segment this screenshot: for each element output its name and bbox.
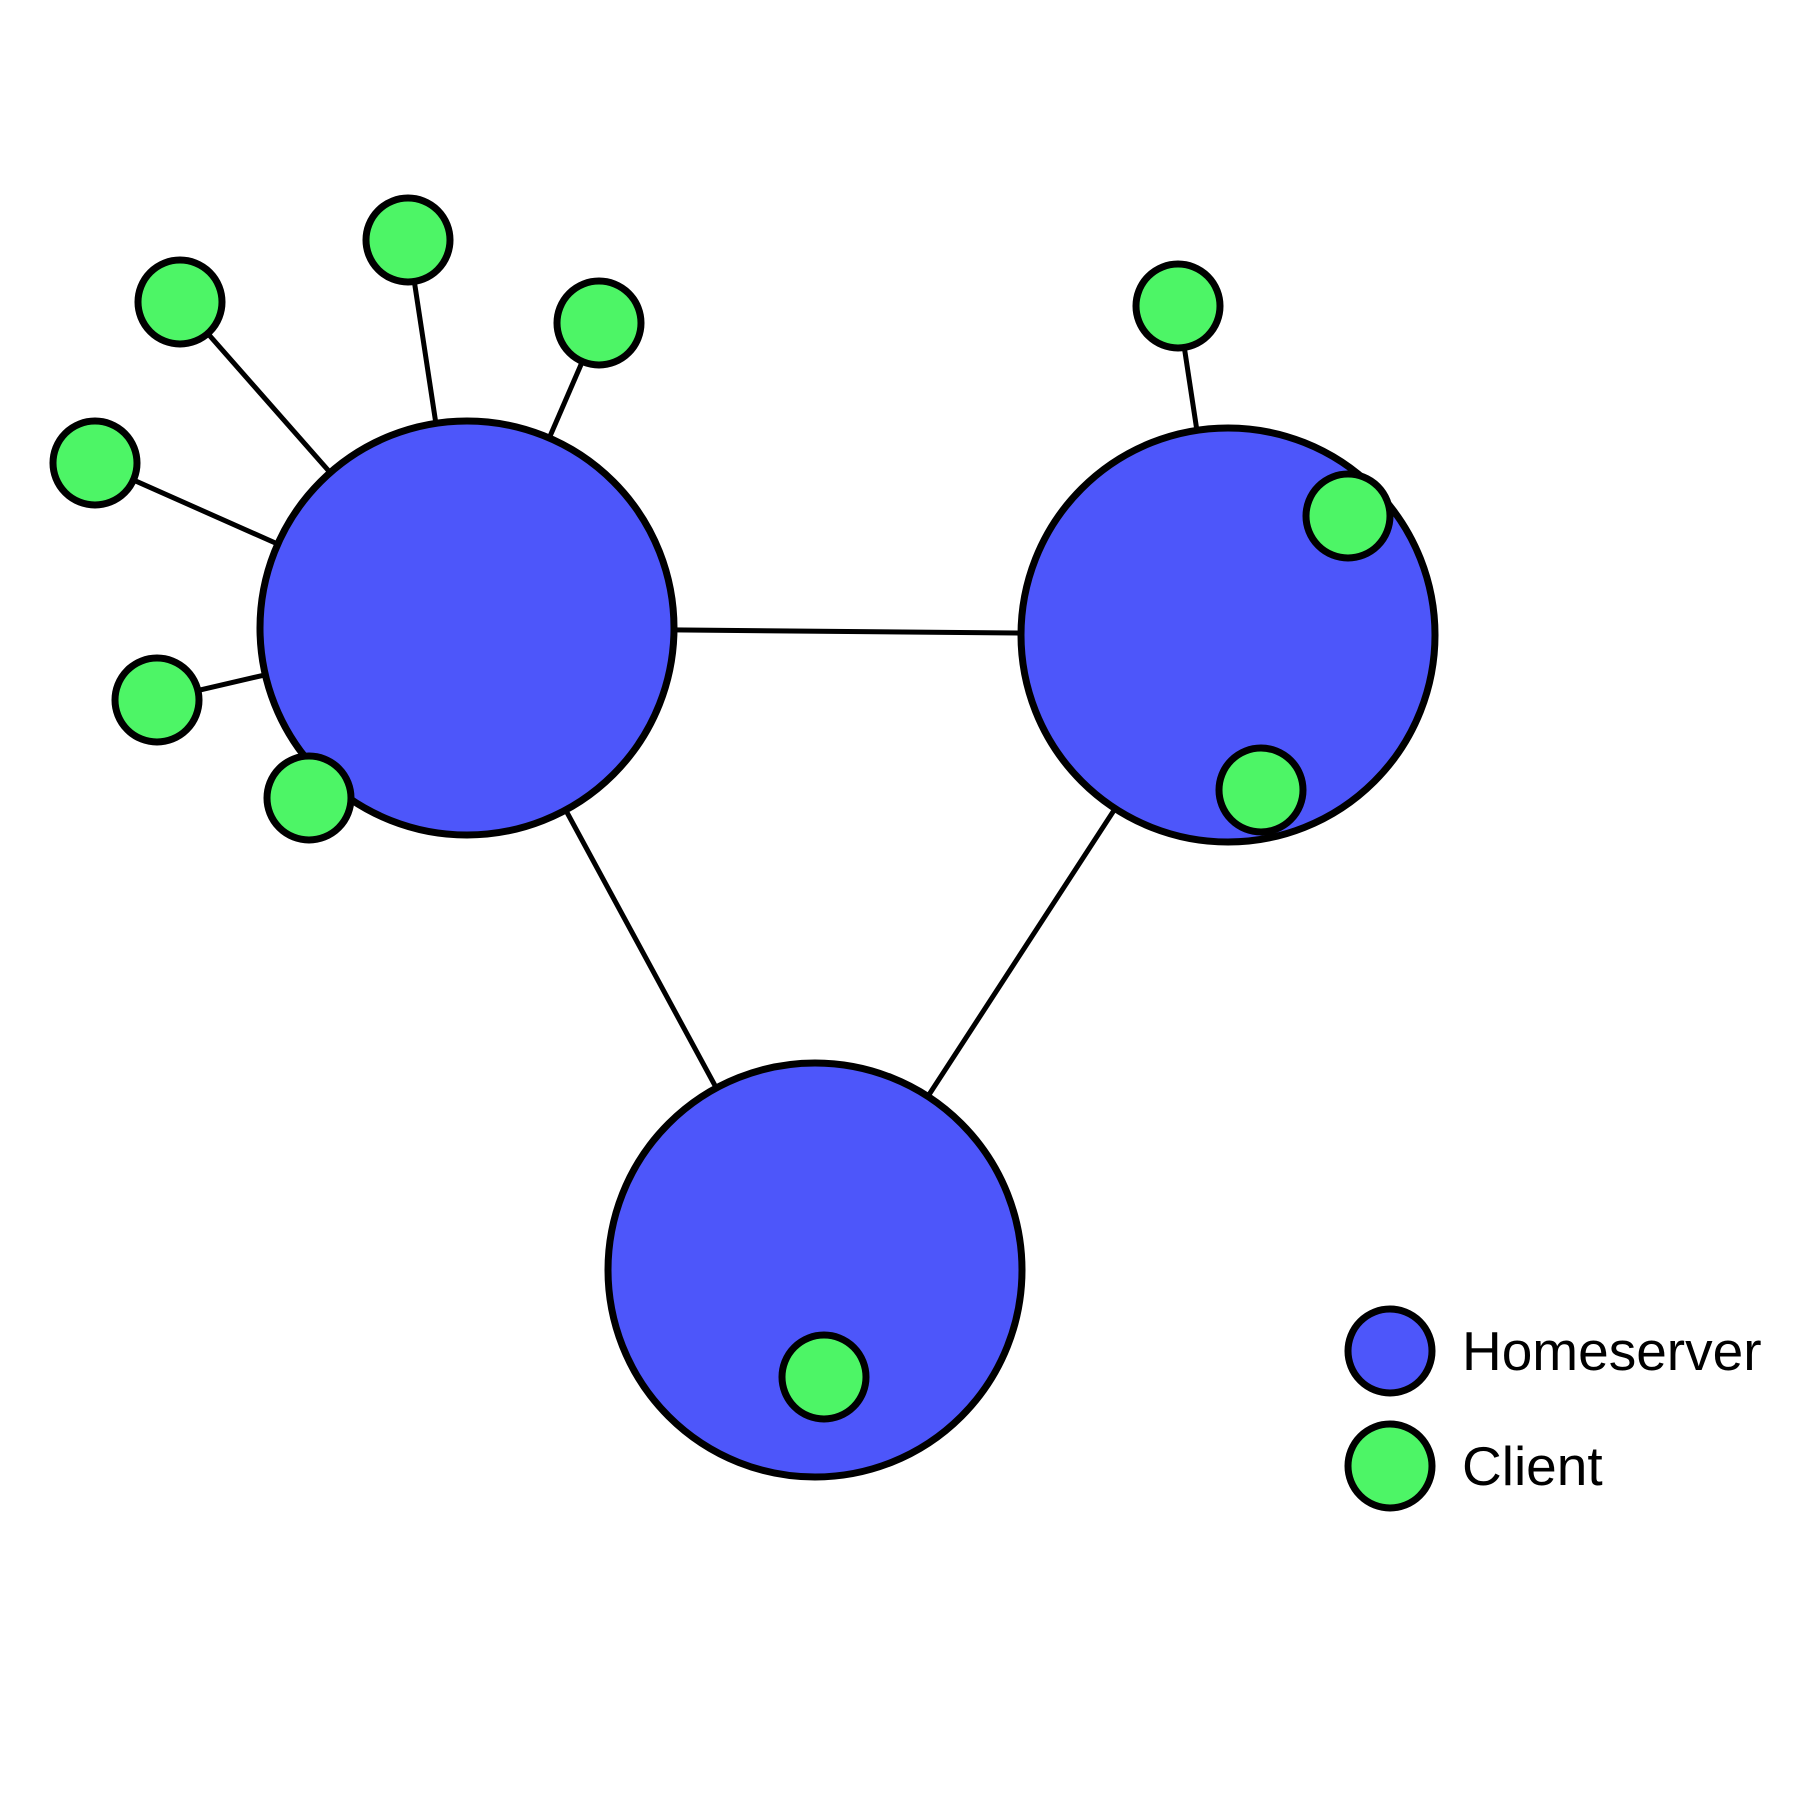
client-node-client-l1[interactable]	[362, 194, 454, 286]
edge-hs-left-to-client-l1	[411, 279, 439, 426]
client-node-client-l4[interactable]	[111, 654, 203, 746]
homeserver-node-hs-left[interactable]	[256, 417, 678, 839]
client-node-client-r1[interactable]	[1132, 260, 1224, 352]
homeserver-node-hs-bottom[interactable]	[604, 1059, 1026, 1481]
legend-swatch-homeserver	[1344, 1305, 1436, 1397]
client-node-client-r3[interactable]	[1215, 744, 1307, 836]
edge-hs-left-to-client-l4	[195, 671, 268, 694]
legend-label-homeserver: Homeserver	[1462, 1320, 1762, 1382]
legend-label-client: Client	[1462, 1435, 1603, 1497]
edge-hs-left-to-client-l6	[546, 358, 586, 441]
client-node-client-r2[interactable]	[1302, 470, 1394, 562]
nodes-layer	[49, 194, 1439, 1481]
edge-hs-left-to-hs-bottom	[562, 807, 720, 1091]
edge-hs-left-to-hs-right	[671, 627, 1024, 636]
client-node-client-l6[interactable]	[553, 277, 645, 369]
edge-hs-left-to-client-l3	[130, 476, 281, 548]
client-node-client-l3[interactable]	[49, 417, 141, 509]
edge-hs-right-to-client-r1	[1181, 345, 1200, 433]
client-node-client-l5[interactable]	[263, 752, 355, 844]
client-node-client-b1[interactable]	[778, 1331, 870, 1423]
edge-hs-right-to-hs-bottom	[924, 805, 1119, 1100]
legend-swatch-client	[1344, 1420, 1436, 1512]
client-node-client-l2[interactable]	[134, 256, 226, 348]
edge-hs-left-to-client-l2	[204, 330, 334, 476]
